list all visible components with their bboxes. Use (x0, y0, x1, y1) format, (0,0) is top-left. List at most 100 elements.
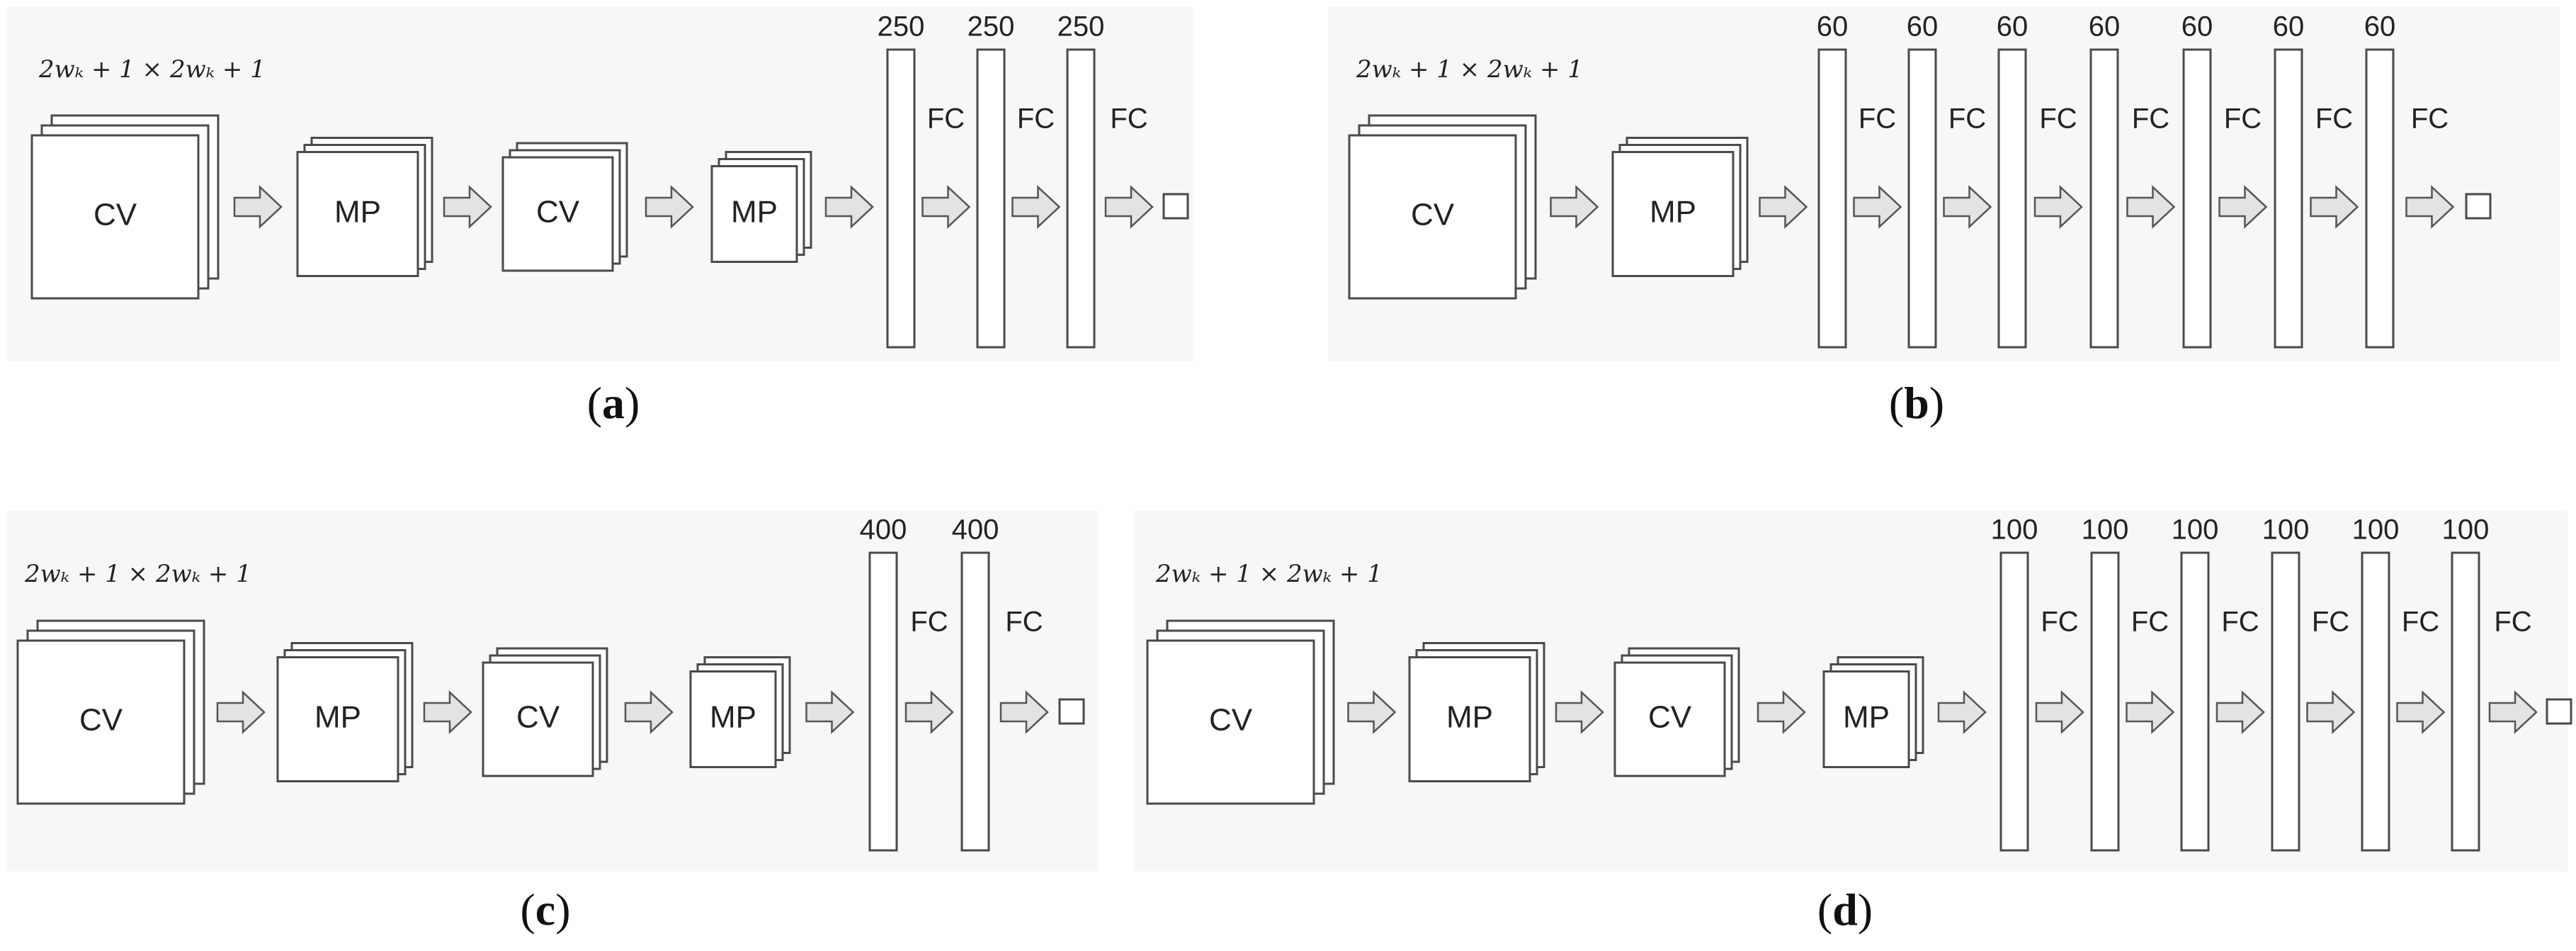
fc-layer: 100 (2172, 514, 2218, 852)
conv-label: CV (93, 198, 137, 232)
fc-layer: 250 (968, 11, 1015, 349)
flow-arrow (1555, 690, 1604, 734)
fc-bar (1997, 48, 2027, 349)
feature-map-layer (1146, 639, 1315, 805)
fc-bar (2090, 551, 2120, 852)
fc-label: FC (910, 607, 948, 638)
fc-label: FC (1859, 103, 1896, 135)
fc-bar (2271, 551, 2300, 852)
fc-label: FC (2041, 607, 2078, 638)
fc-size-label: 60 (1997, 11, 2029, 43)
fc-bar (1066, 48, 1096, 349)
conv-label: CV (79, 703, 123, 738)
fc-size-label: 100 (2352, 514, 2400, 546)
flow-arrow (904, 690, 954, 734)
fc-bar (960, 551, 990, 852)
caption-letter: d (1832, 884, 1858, 935)
fc-bar (1907, 48, 1937, 349)
input-dimension-label: 2wₖ + 1 × 2wₖ + 1 (1356, 55, 1583, 84)
fc-size-label: 100 (1991, 514, 2038, 546)
fc-bar (1817, 48, 1847, 349)
flow-arrow (2033, 185, 2083, 229)
fc-size-label: 100 (2082, 514, 2129, 546)
feature-map-layer (296, 151, 419, 277)
fc-size-label: 250 (1057, 11, 1105, 43)
flow-arrow (1759, 185, 1808, 229)
fc-label: FC (2132, 103, 2169, 135)
fc-layer: 60 (2364, 11, 2395, 349)
flow-arrow (1853, 185, 1902, 229)
flow-arrow (921, 185, 971, 229)
fc-size-label: 60 (2181, 11, 2213, 43)
conv-stack: CV (1348, 114, 1537, 300)
flow-arrow (423, 690, 472, 734)
fc-layer: 100 (2352, 514, 2400, 852)
fc-label: FC (2315, 103, 2353, 135)
caption-close-paren: ) (1929, 378, 1944, 428)
fc-label: FC (2039, 103, 2077, 135)
flow-arrow (216, 690, 266, 734)
fc-layer: 100 (2082, 514, 2129, 852)
fc-label: FC (1110, 103, 1147, 135)
fc-label: FC (1948, 103, 1986, 135)
fc-layer: 250 (1057, 11, 1105, 349)
pool-label: MP (1650, 195, 1696, 230)
flow-arrow (2126, 185, 2176, 229)
flow-arrow (2306, 690, 2356, 734)
fc-layer: 60 (2273, 11, 2304, 349)
fc-label: FC (2494, 607, 2531, 638)
feature-map-layer (1822, 670, 1910, 768)
flow-arrow (1550, 185, 1599, 229)
pool-stack: MP (710, 151, 812, 263)
feature-map-layer (482, 661, 594, 777)
fc-bar (2274, 48, 2303, 349)
caption-open-paren: ( (1889, 378, 1904, 428)
fc-bar (2365, 48, 2395, 349)
fc-bar (868, 551, 898, 852)
fc-size-label: 400 (860, 514, 907, 546)
feature-map-layer (1408, 656, 1531, 782)
flow-arrow (2126, 690, 2175, 734)
input-dimension-label: 2wₖ + 1 × 2wₖ + 1 (24, 560, 251, 588)
flow-arrow (1347, 690, 1397, 734)
conv-label: CV (1648, 700, 1692, 735)
fc-size-label: 250 (968, 11, 1015, 43)
caption-close-paren: ) (625, 378, 640, 428)
fc-bar (2180, 551, 2210, 852)
fc-bar (886, 48, 916, 349)
flow-arrow (645, 185, 694, 229)
flow-arrow (233, 185, 283, 229)
pool-label: MP (314, 700, 361, 735)
feature-map-layer (1611, 151, 1735, 277)
conv-label: CV (1411, 198, 1455, 232)
flow-arrow (824, 185, 874, 229)
pool-stack: MP (276, 642, 414, 782)
fc-size-label: 250 (878, 11, 925, 43)
fc-bar (2451, 551, 2480, 852)
fc-label: FC (2224, 103, 2262, 135)
flow-arrow (2396, 690, 2446, 734)
conv-stack: CV (16, 619, 205, 805)
conv-stack: CV (482, 647, 608, 777)
fc-size-label: 60 (1817, 11, 1849, 43)
flow-arrow (2405, 185, 2455, 229)
input-dimension-label: 2wₖ + 1 × 2wₖ + 1 (38, 55, 266, 84)
flow-arrow (1757, 690, 1806, 734)
fc-label: FC (927, 103, 965, 135)
fc-size-label: 60 (1907, 11, 1939, 43)
pool-stack: MP (296, 137, 433, 277)
fc-label: FC (1005, 607, 1043, 638)
feature-map-layer (30, 134, 200, 300)
flow-arrow (2218, 185, 2268, 229)
panel-caption: (a) (587, 378, 640, 428)
caption-close-paren: ) (555, 884, 570, 935)
pool-label: MP (710, 700, 756, 735)
output-node (1058, 698, 1085, 725)
pool-label: MP (1446, 700, 1493, 735)
fc-layer: 60 (1907, 11, 1939, 349)
fc-bar (2089, 48, 2119, 349)
feature-map-layer (1613, 661, 1726, 777)
fc-bar (1999, 551, 2029, 852)
